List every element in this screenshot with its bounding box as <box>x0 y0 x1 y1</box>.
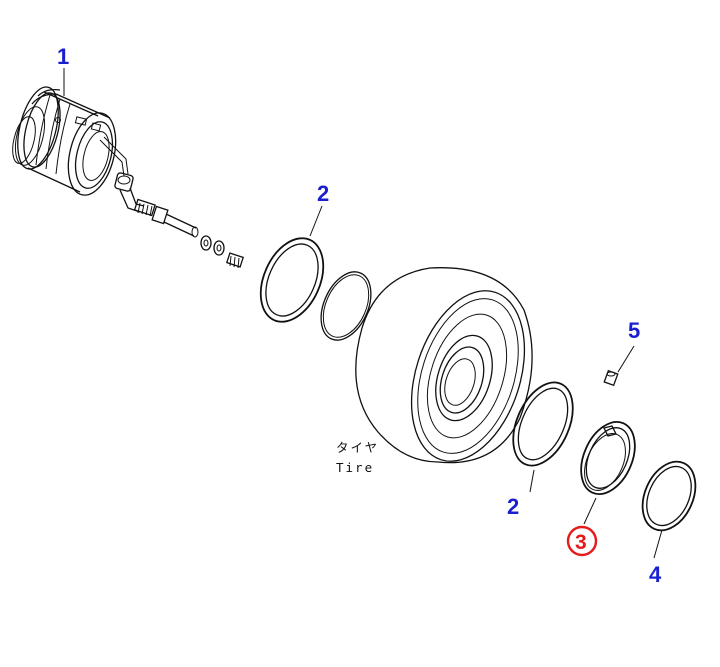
leader-lines <box>63 68 663 559</box>
tire-label-jp: タイヤ <box>336 440 379 455</box>
part-ring-lower[interactable] <box>501 373 584 475</box>
callout-5[interactable]: 5 <box>628 318 640 343</box>
callout-3-highlighted[interactable]: 3 <box>566 525 598 557</box>
part-hub-assembly[interactable] <box>8 83 123 200</box>
part-lock-ring[interactable] <box>571 414 646 503</box>
highlight-circle <box>566 525 598 557</box>
part-hose-fitting[interactable] <box>99 136 245 269</box>
callout-4[interactable]: 4 <box>649 562 662 587</box>
part-valve[interactable] <box>603 369 619 387</box>
part-o-ring[interactable] <box>311 264 380 348</box>
callout-2-upper[interactable]: 2 <box>317 181 329 206</box>
part-snap-ring[interactable] <box>632 453 705 538</box>
part-tire[interactable] <box>355 267 545 476</box>
callout-3[interactable]: 3 <box>575 531 587 554</box>
part-ring-upper[interactable] <box>249 228 336 331</box>
tire-label-en: Tire <box>336 460 374 475</box>
callout-1[interactable]: 1 <box>57 44 69 69</box>
callout-2-lower[interactable]: 2 <box>507 494 519 519</box>
